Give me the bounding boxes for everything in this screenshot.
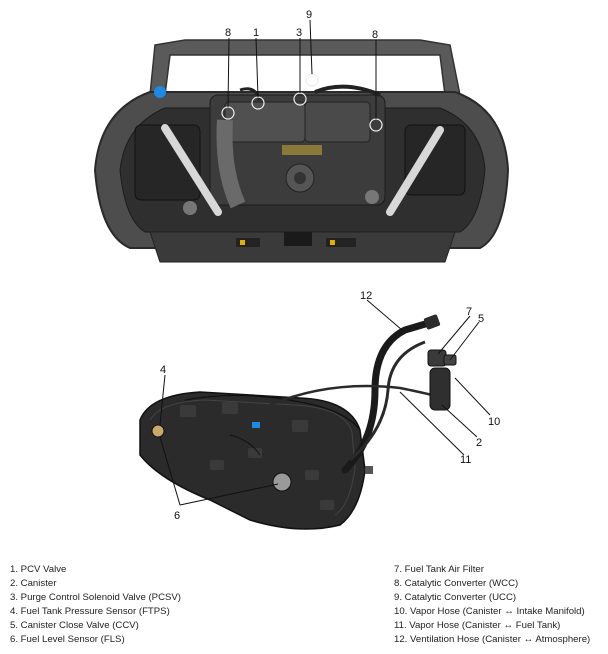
legend-item-3: 3. Purge Control Solenoid Valve (PCSV) xyxy=(10,591,181,603)
engine-callout-labels: 8 1 9 3 8 xyxy=(225,9,378,41)
callout-8-right: 8 xyxy=(372,29,378,41)
callout-2: 2 xyxy=(476,437,482,449)
tank-callout-labels: 12 7 5 4 10 2 11 6 xyxy=(160,290,500,522)
callout-8-left: 8 xyxy=(225,27,231,39)
emission-system-diagram: 8 1 9 3 8 xyxy=(93,9,510,530)
callout-12: 12 xyxy=(360,290,372,302)
legend-item-10: 10. Vapor Hose (Canister ↔ Intake Manifo… xyxy=(394,605,585,617)
callout-5: 5 xyxy=(478,313,484,325)
callout-11: 11 xyxy=(460,454,471,466)
tank-callout-leaders xyxy=(159,299,491,506)
fuel-tank-illustration xyxy=(139,314,457,530)
callout-9: 9 xyxy=(306,9,312,21)
callout-6: 6 xyxy=(174,510,180,522)
legend-item-5: 5. Canister Close Valve (CCV) xyxy=(10,619,139,631)
legend-left-column: 1. PCV Valve 2. Canister 3. Purge Contro… xyxy=(10,563,181,646)
callout-4: 4 xyxy=(160,364,166,376)
callout-1: 1 xyxy=(253,27,259,39)
legend-item-12: 12. Ventilation Hose (Canister ↔ Atmosph… xyxy=(394,633,591,645)
legend-item-6: 6. Fuel Level Sensor (FLS) xyxy=(10,633,125,645)
callout-7: 7 xyxy=(466,306,472,318)
legend-item-9: 9. Catalytic Converter (UCC) xyxy=(394,591,517,603)
engine-bay-illustration xyxy=(93,39,510,263)
callout-10: 10 xyxy=(488,416,500,428)
legend-right-column: 7. Fuel Tank Air Filter 8. Catalytic Con… xyxy=(394,563,590,646)
legend-item-7: 7. Fuel Tank Air Filter xyxy=(394,564,484,575)
engine-callout-leaders xyxy=(227,19,377,119)
legend-item-1: 1. PCV Valve xyxy=(10,564,67,575)
legend-item-11: 11. Vapor Hose (Canister ↔ Fuel Tank) xyxy=(394,619,561,631)
legend-item-8: 8. Catalytic Converter (WCC) xyxy=(394,577,519,589)
callout-3: 3 xyxy=(296,27,302,39)
legend-item-2: 2. Canister xyxy=(10,577,57,589)
legend-item-4: 4. Fuel Tank Pressure Sensor (FTPS) xyxy=(10,605,170,617)
